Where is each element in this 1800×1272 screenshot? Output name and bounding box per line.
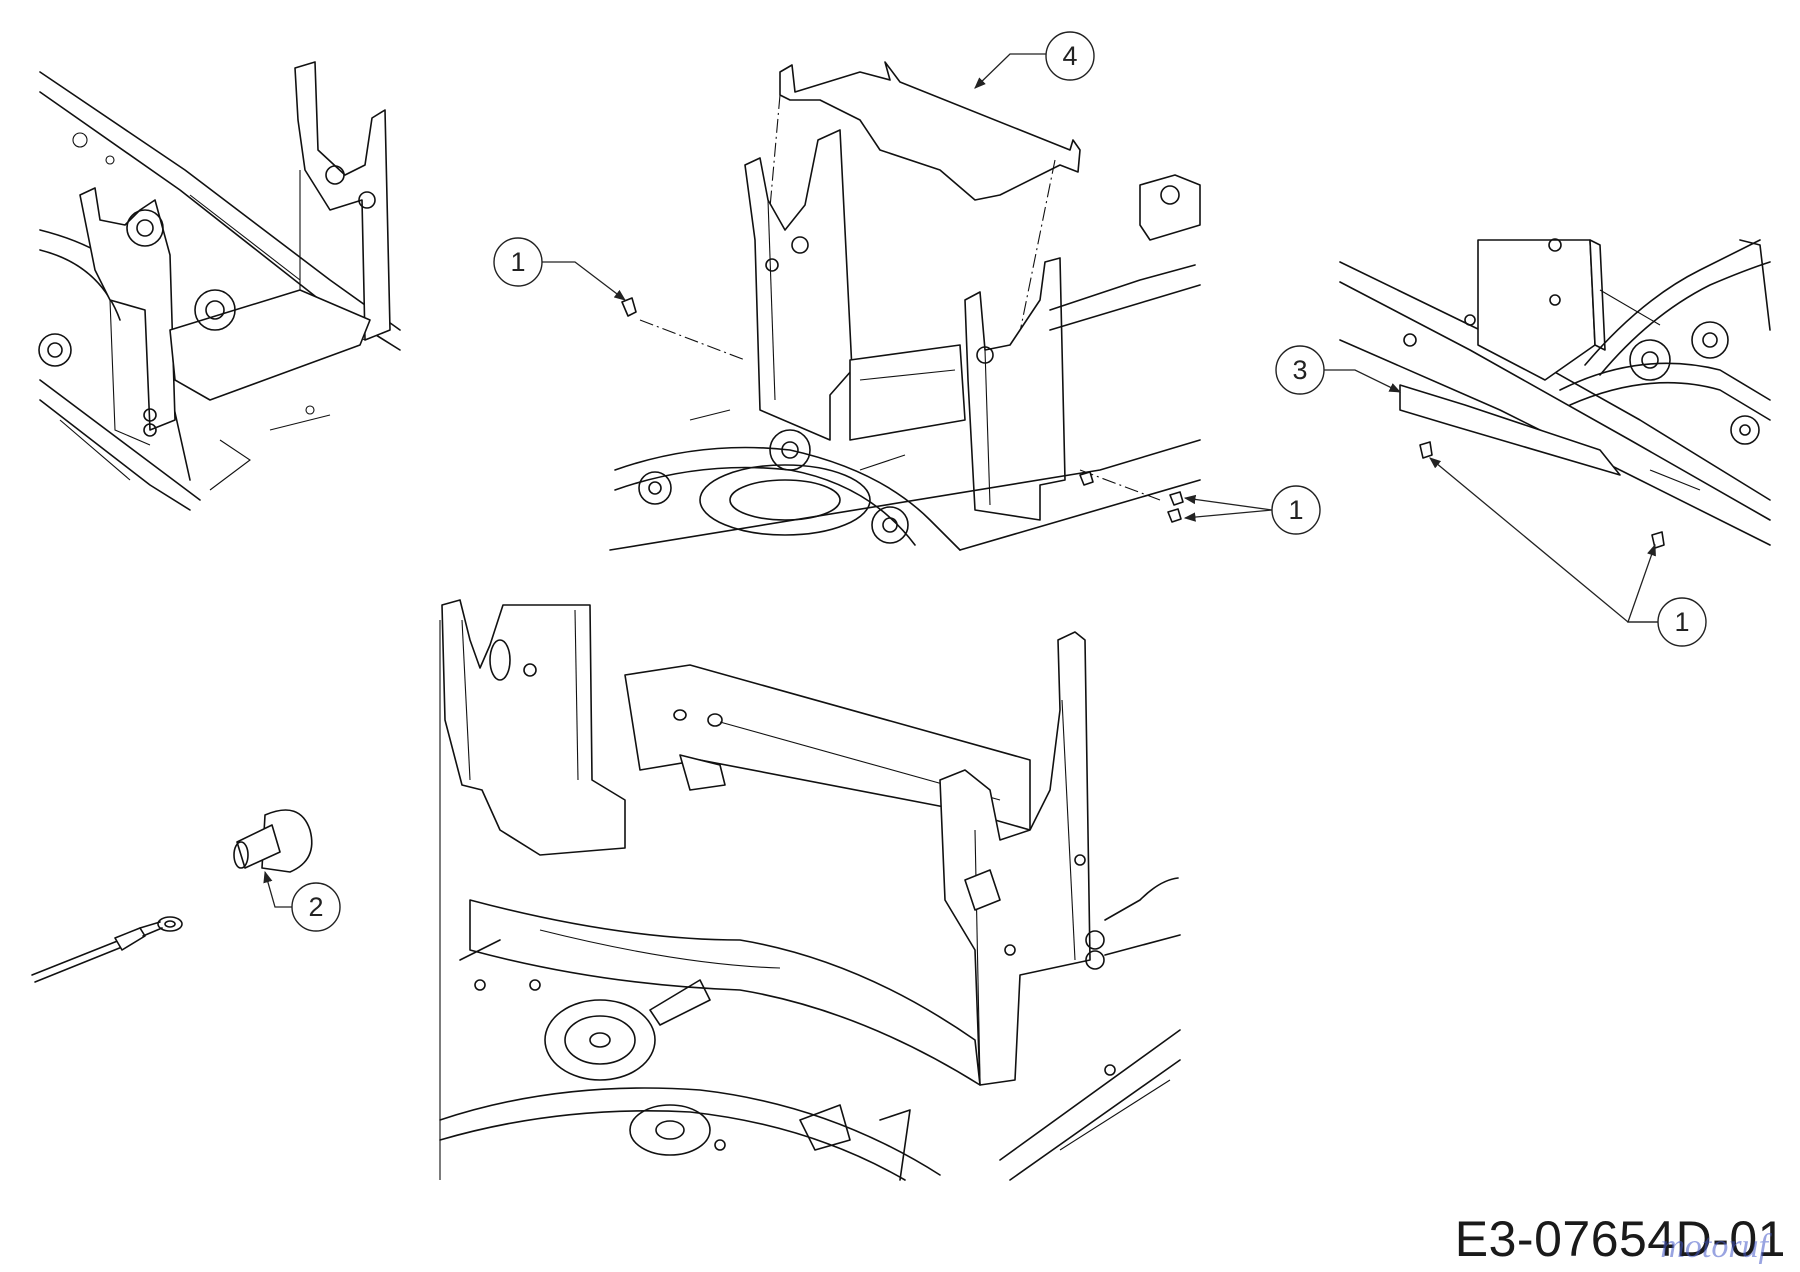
- view-bottom-left-parts: [31, 809, 313, 983]
- callout-1-far-right: 1: [1657, 597, 1707, 647]
- callout-1-right-center: 1: [1271, 485, 1321, 535]
- watermark-logo: motoruf: [1660, 1228, 1768, 1265]
- bolt-icon: [1419, 441, 1665, 549]
- callout-2: 2: [291, 882, 341, 932]
- view-top-left-frame: [38, 61, 401, 511]
- svg-text:3: 3: [1292, 355, 1307, 385]
- callout-4: 4: [1045, 31, 1095, 81]
- svg-text:4: 4: [1062, 41, 1077, 71]
- svg-text:2: 2: [308, 892, 323, 922]
- seat-panel-part-4: [779, 61, 1081, 201]
- svg-text:1: 1: [510, 247, 525, 277]
- view-bottom-center-frame: [439, 599, 1181, 1181]
- view-top-center-frame: [609, 61, 1201, 551]
- callout-3: 3: [1275, 345, 1325, 395]
- side-plate-part-3: [1399, 384, 1621, 476]
- bolt-icon: [621, 297, 1184, 523]
- callout-1-top-center: 1: [493, 237, 543, 287]
- leaders: [263, 53, 1658, 908]
- svg-text:1: 1: [1288, 495, 1303, 525]
- svg-text:1: 1: [1674, 607, 1689, 637]
- diagram-code: E3-07654D-01: [1454, 1211, 1786, 1267]
- view-top-right-frame: [1339, 238, 1771, 549]
- cap-part-2: [233, 809, 313, 873]
